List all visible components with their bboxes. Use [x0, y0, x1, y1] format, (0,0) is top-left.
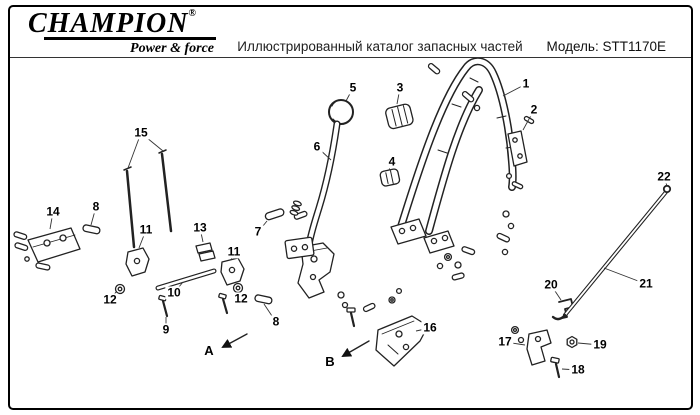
- brand-text: CHAMPION: [28, 8, 189, 39]
- brand-tagline: Power & force: [130, 41, 214, 57]
- champion-logo: CHAMPION® Power & force: [28, 8, 233, 57]
- brand-name: CHAMPION®: [28, 8, 233, 39]
- page-title: Иллюстрированный каталог запасных частей: [237, 39, 523, 54]
- registered-trademark-icon: ®: [188, 8, 197, 19]
- header-divider: [10, 57, 691, 58]
- page-border: [8, 5, 693, 410]
- logo-underline: [44, 37, 216, 41]
- model-label: Модель: STT1170E: [546, 39, 667, 54]
